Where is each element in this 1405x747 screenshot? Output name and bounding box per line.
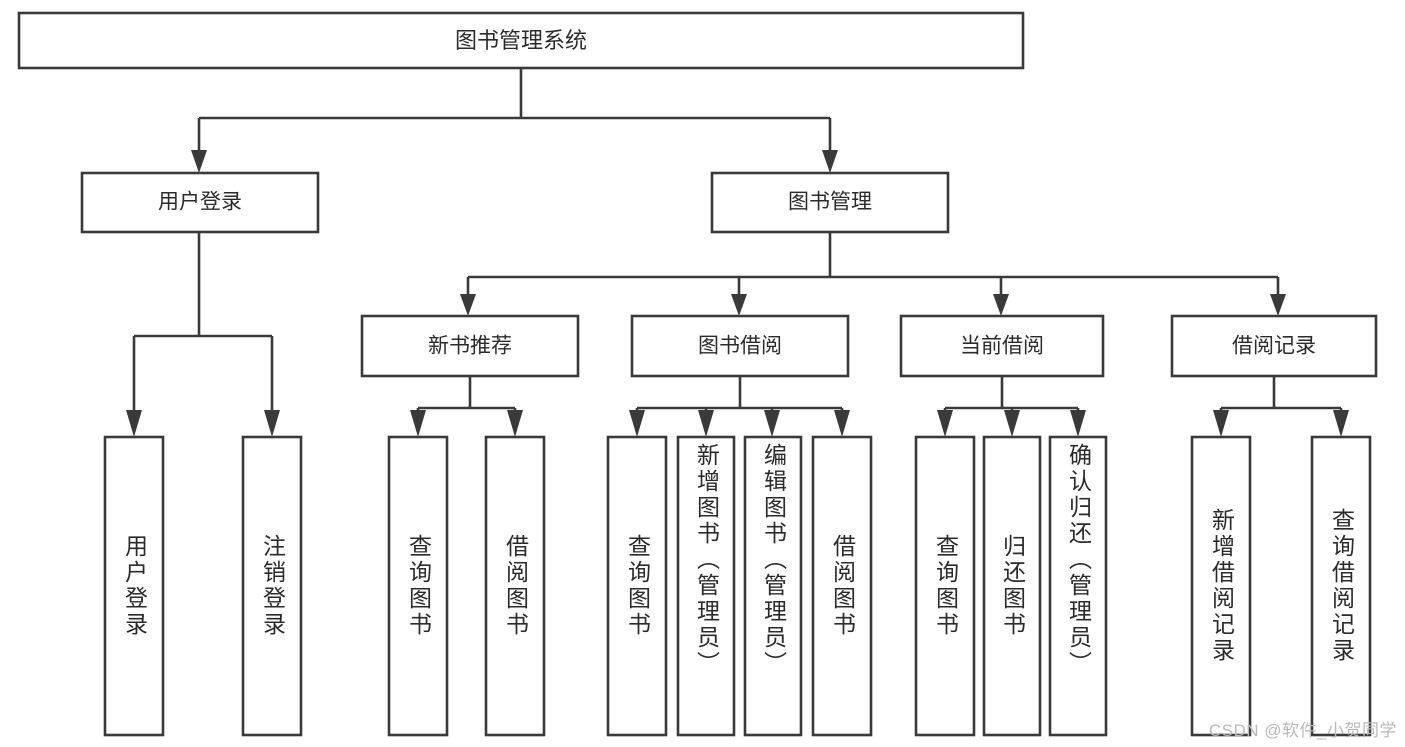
node-new-book-recommend-box[interactable] [360,314,580,378]
leaf-box-query-book-1[interactable] [387,435,449,737]
node-book-borrow-box[interactable] [630,314,850,378]
leaf-box-confirm-return-admin[interactable] [1048,435,1108,737]
node-new-book-recommend-label: 新书推荐 [428,335,512,358]
leaf-box-logout-login[interactable] [241,435,303,737]
arrowhead-leaf-query-borrow-record [1333,410,1349,437]
arrowhead-book-borrow [731,294,747,316]
node-borrow-record-box[interactable] [1170,314,1378,378]
arrowhead-leaf-borrow-book-2 [834,410,850,437]
leaf-box-query-book-2[interactable] [606,435,668,737]
csdn-watermark: CSDN @软件_小贺同学 [1208,721,1397,740]
leaf-box-add-book-admin[interactable] [676,435,736,737]
leaf-box-borrow-book-1[interactable] [484,435,546,737]
node-book-borrow-label: 图书借阅 [698,335,782,358]
leaf-box-edit-book-admin[interactable] [743,435,803,737]
arrowhead-leaf-query-book-3 [937,410,953,437]
leaf-box-return-book[interactable] [982,435,1042,737]
arrowhead-leaf-edit-book-admin [764,410,780,437]
node-borrow-record-label: 借阅记录 [1232,335,1316,358]
arrowhead-leaf-query-book-2 [629,410,645,437]
arrowhead-leaf-user-login [126,410,142,437]
node-root-label: 图书管理系统 [455,28,587,53]
node-root-box[interactable] [17,11,1025,70]
leaf-box-query-book-3[interactable] [914,435,976,737]
node-book-manage-label: 图书管理 [788,191,872,214]
arrowhead-leaf-borrow-book-1 [507,410,523,437]
arrowhead-new-book-recommend [460,294,476,316]
arrowhead-leaf-confirm-return-admin [1070,410,1086,437]
leaf-box-add-borrow-record[interactable] [1190,435,1252,737]
node-book-manage-box[interactable] [710,171,950,234]
node-current-borrow-box[interactable] [899,314,1105,378]
arrowhead-current-borrow [993,294,1009,316]
arrowhead-borrow-record [1270,294,1286,316]
arrowhead-leaf-add-book-admin [698,410,714,437]
leaf-box-query-borrow-record[interactable] [1310,435,1372,737]
node-current-borrow-label: 当前借阅 [960,335,1044,358]
leaf-box-borrow-book-2[interactable] [811,435,873,737]
arrowhead-leaf-query-book-1 [410,410,426,437]
arrowhead-leaf-add-borrow-record [1213,410,1229,437]
arrowhead-book-manage [822,150,838,173]
node-user-login-label: 用户登录 [158,191,242,214]
arrowhead-leaf-logout-login [264,410,280,437]
arrowhead-leaf-return-book [1004,410,1020,437]
leaf-box-user-login[interactable] [103,435,165,737]
arrowhead-user-login [191,150,207,173]
